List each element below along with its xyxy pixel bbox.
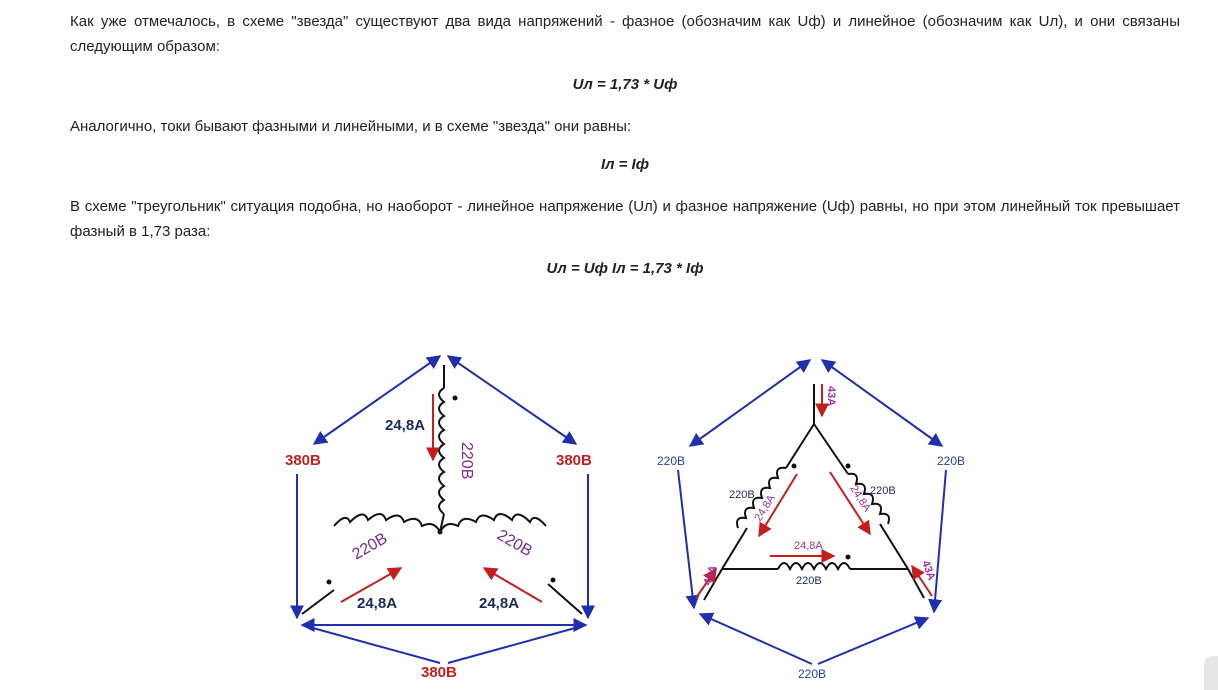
star-line-arrow-bottom-right	[447, 624, 587, 664]
star-line-voltage-left: 380В	[285, 452, 321, 469]
star-coil-left	[333, 513, 441, 533]
star-current-right: 24,8А	[479, 595, 519, 612]
star-current-arrow-left	[340, 567, 403, 603]
delta-coil-bottom	[777, 562, 851, 572]
star-line-arrow-bottom-left	[301, 624, 441, 664]
delta-line-arrow-bottom-left	[698, 612, 813, 665]
delta-line-arrow-left	[677, 469, 700, 610]
star-line-arrow-top-left	[312, 355, 442, 445]
delta-line-current-right: 43А	[919, 559, 937, 582]
star-polarity-dot-left	[326, 579, 332, 585]
star-phase-voltage-top: 220В	[458, 442, 475, 479]
delta-phase-current-left: 24,8А	[752, 492, 778, 523]
star-phase-voltage-left: 220В	[350, 530, 391, 563]
delta-coil-left	[736, 466, 787, 529]
delta-line-current-top: 43А	[825, 386, 837, 406]
delta-line-current-left: 43А	[702, 564, 720, 587]
paragraph-delta: В схеме "треугольник" ситуация подобна, …	[70, 198, 1180, 240]
delta-phase-current-arrow-right	[829, 471, 871, 536]
delta-phase-current-arrow-left	[758, 473, 798, 538]
star-polarity-dot-right	[550, 577, 556, 583]
delta-phase-current-bottom: 24,8А	[794, 540, 823, 552]
paragraph-star-voltages: Как уже отмечалось, в схеме "звезда" сущ…	[70, 13, 1180, 55]
delta-phase-voltage-left: 220В	[729, 489, 755, 501]
delta-line-current-arrow-right	[911, 564, 933, 597]
paragraph-star-currents: Аналогично, токи бывают фазными и линейн…	[70, 118, 632, 135]
star-coil-top	[438, 387, 446, 515]
star-current-left: 24,8А	[357, 595, 397, 612]
star-line-voltage-right: 380В	[556, 452, 592, 469]
delta-line-arrow-right	[928, 469, 947, 614]
delta-line-voltage-left: 220В	[657, 454, 685, 468]
delta-line-current-arrow-left	[695, 567, 717, 599]
delta-phase-voltage-right: 220В	[870, 485, 896, 497]
star-line-voltage-bottom: 380В	[421, 664, 457, 681]
delta-diagram: 220В 220В 220В 220В 220В 220В 24,8А 24,8…	[657, 359, 965, 681]
delta-line-voltage-right: 220В	[937, 454, 965, 468]
delta-phase-voltage-bottom: 220В	[796, 575, 822, 587]
star-coil-right	[439, 513, 547, 533]
star-diagram: 380В 380В 380В 24,8А 24,8А 24,8А 220В 22…	[285, 355, 595, 681]
delta-line-voltage-bottom: 220В	[798, 667, 826, 681]
delta-coil-right	[847, 472, 890, 525]
star-line-arrow-top-right	[446, 355, 578, 445]
formula-star-current: Iл = Iф	[600, 156, 650, 173]
delta-line-arrow-top-left	[688, 359, 812, 447]
star-current-top: 24,8А	[385, 417, 425, 434]
star-polarity-dot-top	[452, 395, 458, 401]
formula-star-voltage: Uл = 1,73 * Uф	[572, 76, 678, 93]
scroll-handle[interactable]	[1204, 656, 1218, 690]
delta-line-arrow-bottom-right	[817, 616, 930, 665]
formula-delta: Uл = Uф Iл = 1,73 * Iф	[546, 260, 704, 277]
delta-line-arrow-top-right	[820, 359, 944, 447]
star-phase-voltage-right: 220В	[494, 527, 535, 560]
star-current-arrow-right	[482, 567, 543, 603]
